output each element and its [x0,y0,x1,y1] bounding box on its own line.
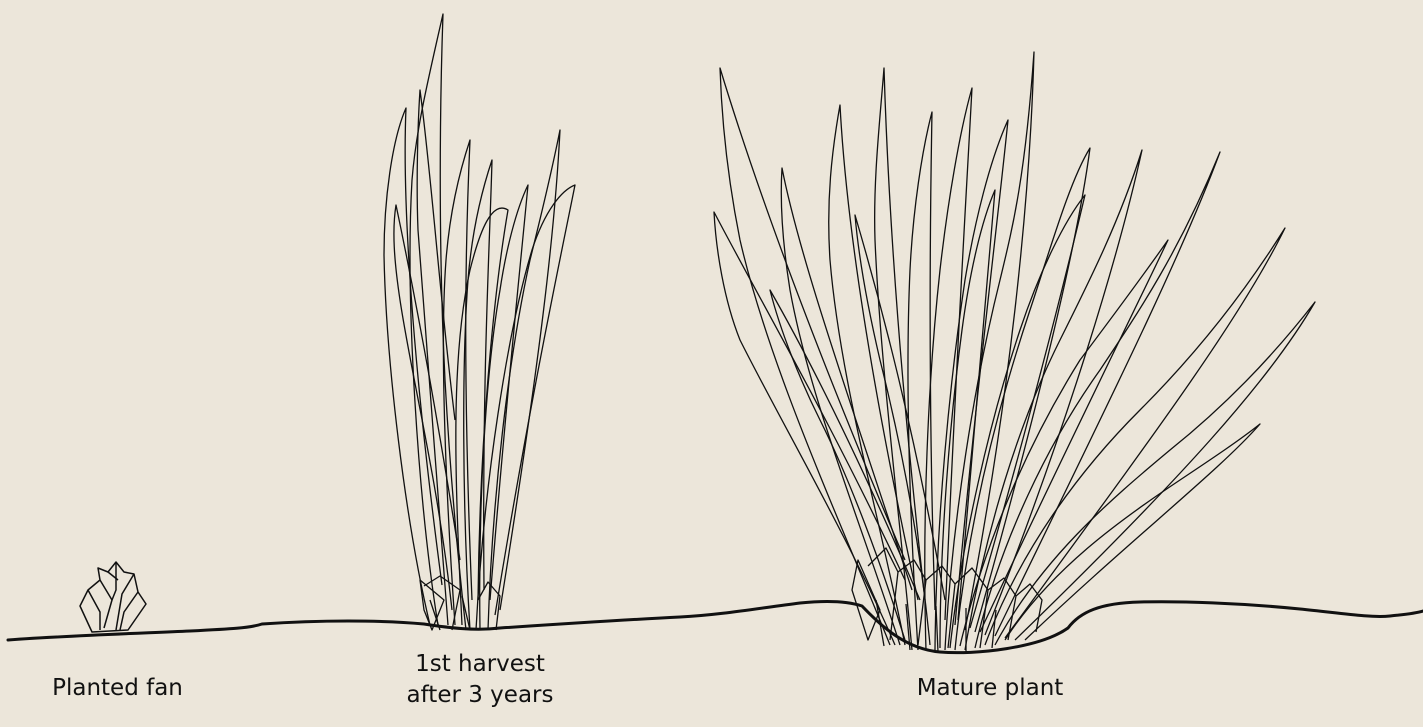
mature-plant-label: Mature plant [880,673,1100,704]
first-harvest-label-line2: after 3 years [370,680,590,711]
first-harvest-label-line1: 1st harvest [370,649,590,680]
mature-plant-drawing [714,52,1315,652]
ground-line [8,602,1423,653]
planted-fan-label: Planted fan [30,673,205,704]
harvest-plant-drawing [384,14,575,630]
planted-fan-drawing [80,562,146,632]
first-harvest-label: 1st harvest after 3 years [370,649,590,711]
